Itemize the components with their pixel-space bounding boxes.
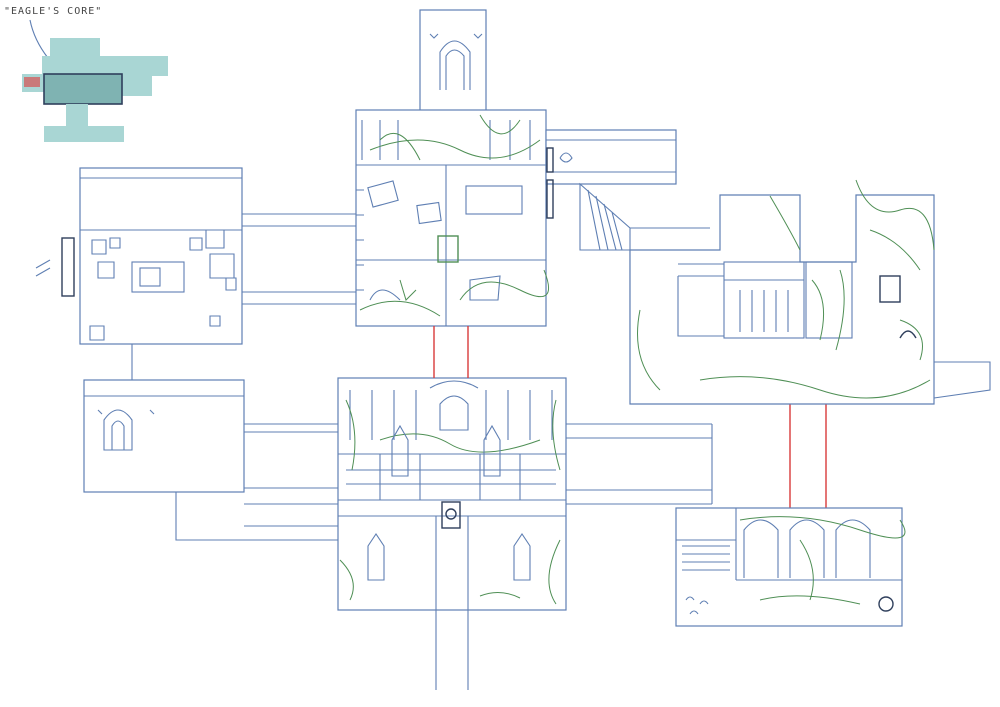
key-icon [437,235,459,263]
crypt-room [675,507,906,627]
overgrown-courtyard [629,179,991,405]
gate-icon [724,279,804,332]
map-scroll-icon [416,201,442,225]
key-icon [445,508,457,520]
door-icon [546,147,554,173]
minimap-room [122,56,168,76]
gate-icon [441,501,461,529]
minimap-marker [24,77,40,87]
top-tower [419,9,487,129]
south-exit [435,610,469,690]
ladder-icon [433,326,827,508]
chest-icon [879,275,901,303]
left-room [35,167,243,345]
statue-icon [513,533,531,581]
statue-icon [367,533,385,581]
east-corridor [545,129,710,340]
shrine-room [83,379,245,493]
map-room [355,109,549,327]
door-icon [61,237,75,297]
door-icon [546,179,554,219]
temple-east-corridor [566,423,713,505]
door-icon [899,330,917,339]
key-icon [878,596,894,612]
minimap-pointer [29,19,49,59]
minimap-room [66,104,88,126]
statue-icon [391,424,409,477]
minimap-room [50,38,100,56]
minimap[interactable] [22,19,168,142]
west-corridor [240,213,356,305]
south-west-corridor [175,423,338,541]
minimap-room [42,56,122,74]
statue-icon [483,424,501,477]
minimap-current-room [43,73,123,105]
minimap-label: "EAGLE'S CORE" [4,6,103,17]
table [465,185,523,215]
minimap-room [122,76,152,96]
door-icon [103,409,133,451]
temple-hall [337,377,567,611]
minimap-room [44,126,124,142]
chest-icon [367,180,399,208]
